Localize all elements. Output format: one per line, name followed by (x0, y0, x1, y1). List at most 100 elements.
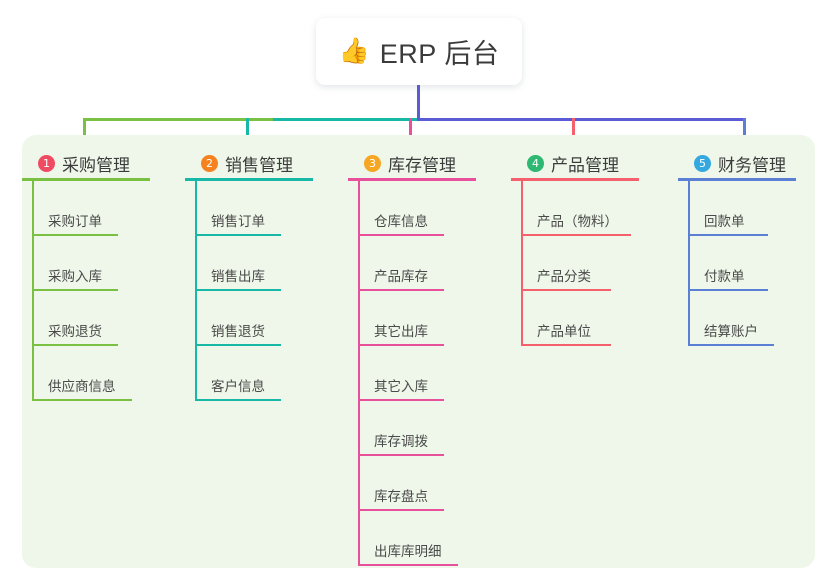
branch-spine (195, 181, 197, 401)
leaf-node-label: 采购退货 (48, 324, 102, 339)
column-drop-wire-3 (409, 118, 412, 145)
leaf-node-label: 结算账户 (704, 324, 758, 339)
branch-spine (688, 181, 690, 346)
bus-segment-mid (273, 118, 420, 121)
column-header-rule (185, 178, 313, 181)
column-header-rule (22, 178, 150, 181)
leaf-node-label: 其它入库 (374, 379, 428, 394)
column-header-5[interactable]: 5 财务管理 (678, 145, 818, 181)
branch-spine (521, 181, 523, 346)
column-branch: 仓库信息产品库存其它出库其它入库库存调拨库存盘点出库库明细 (348, 181, 498, 566)
branch-spine (358, 181, 360, 566)
leaf-node-label: 产品分类 (537, 269, 591, 284)
leaf-node[interactable]: 付款单 (678, 236, 818, 291)
leaf-node-label: 产品库存 (374, 269, 428, 284)
column-branch: 回款单付款单结算账户 (678, 181, 818, 346)
column-header-1[interactable]: 1 采购管理 (22, 145, 172, 181)
column-header-2[interactable]: 2 销售管理 (185, 145, 335, 181)
column-title: 财务管理 (718, 155, 786, 175)
leaf-node-rule (32, 289, 118, 291)
leaf-node-rule (32, 399, 132, 401)
leaf-node-label: 库存盘点 (374, 489, 428, 504)
leaf-node[interactable]: 客户信息 (185, 346, 335, 401)
column-3: 3 库存管理仓库信息产品库存其它出库其它入库库存调拨库存盘点出库库明细 (348, 145, 498, 566)
column-index-badge: 4 (527, 154, 544, 172)
leaf-node[interactable]: 库存调拨 (348, 401, 498, 456)
column-5: 5 财务管理回款单付款单结算账户 (678, 145, 818, 346)
column-title: 产品管理 (551, 155, 619, 175)
leaf-node-label: 销售退货 (211, 324, 265, 339)
leaf-node[interactable]: 产品（物料） (511, 181, 661, 236)
column-header-rule (348, 178, 476, 181)
column-index-badge: 1 (38, 154, 55, 172)
leaf-node-rule (195, 399, 281, 401)
leaf-node[interactable]: 结算账户 (678, 291, 818, 346)
column-header-3[interactable]: 3 库存管理 (348, 145, 498, 181)
leaf-node-label: 回款单 (704, 214, 745, 229)
leaf-node-rule (32, 344, 118, 346)
leaf-node-label: 产品单位 (537, 324, 591, 339)
leaf-node-label: 采购入库 (48, 269, 102, 284)
leaf-node-label: 库存调拨 (374, 434, 428, 449)
bus-segment-left (83, 118, 275, 121)
column-drop-wire-1 (83, 118, 86, 145)
column-index-badge: 2 (201, 154, 218, 172)
leaf-node[interactable]: 产品库存 (348, 236, 498, 291)
leaf-node-rule (32, 234, 118, 236)
leaf-node-label: 付款单 (704, 269, 745, 284)
leaf-node-rule (688, 344, 774, 346)
root-node[interactable]: 👍 ERP 后台 (316, 18, 522, 85)
leaf-node[interactable]: 其它入库 (348, 346, 498, 401)
leaf-node[interactable]: 采购入库 (22, 236, 172, 291)
leaf-node[interactable]: 销售退货 (185, 291, 335, 346)
leaf-node[interactable]: 供应商信息 (22, 346, 172, 401)
column-branch: 产品（物料） 产品分类产品单位 (511, 181, 661, 346)
leaf-node[interactable]: 采购退货 (22, 291, 172, 346)
leaf-node-rule (358, 344, 444, 346)
leaf-node[interactable]: 库存盘点 (348, 456, 498, 511)
root-drop-wire (417, 85, 420, 120)
diagram-panel (22, 135, 815, 568)
leaf-node[interactable]: 仓库信息 (348, 181, 498, 236)
leaf-node[interactable]: 其它出库 (348, 291, 498, 346)
leaf-node-label: 出库库明细 (374, 544, 442, 559)
column-drop-wire-4 (572, 118, 575, 145)
bus-segment-right (417, 118, 746, 121)
column-title: 库存管理 (388, 155, 456, 175)
leaf-node[interactable]: 销售订单 (185, 181, 335, 236)
leaf-node-label: 产品（物料） (537, 214, 618, 229)
column-index-badge: 3 (364, 154, 381, 172)
column-drop-wire-5 (743, 118, 746, 145)
leaf-node-rule (521, 289, 611, 291)
leaf-node-label: 客户信息 (211, 379, 265, 394)
leaf-node-rule (195, 289, 281, 291)
column-header-rule (678, 178, 796, 181)
leaf-node-rule (358, 399, 444, 401)
thumbs-up-icon: 👍 (338, 37, 370, 65)
leaf-node-label: 销售订单 (211, 214, 265, 229)
leaf-node[interactable]: 采购订单 (22, 181, 172, 236)
column-title: 销售管理 (225, 155, 293, 175)
leaf-node-rule (521, 234, 631, 236)
leaf-node-label: 采购订单 (48, 214, 102, 229)
leaf-node-rule (358, 509, 444, 511)
leaf-node[interactable]: 回款单 (678, 181, 818, 236)
column-branch: 销售订单销售出库销售退货客户信息 (185, 181, 335, 401)
column-header-rule (511, 178, 639, 181)
column-title: 采购管理 (62, 155, 130, 175)
leaf-node[interactable]: 销售出库 (185, 236, 335, 291)
leaf-node[interactable]: 产品单位 (511, 291, 661, 346)
leaf-node-rule (521, 344, 611, 346)
leaf-node-label: 其它出库 (374, 324, 428, 339)
leaf-node[interactable]: 产品分类 (511, 236, 661, 291)
leaf-node-label: 销售出库 (211, 269, 265, 284)
column-branch: 采购订单采购入库采购退货供应商信息 (22, 181, 172, 401)
leaf-node-rule (358, 564, 458, 566)
leaf-node-rule (195, 344, 281, 346)
leaf-node[interactable]: 出库库明细 (348, 511, 498, 566)
column-header-4[interactable]: 4 产品管理 (511, 145, 661, 181)
leaf-node-rule (195, 234, 281, 236)
leaf-node-rule (358, 234, 444, 236)
column-index-badge: 5 (694, 154, 711, 172)
